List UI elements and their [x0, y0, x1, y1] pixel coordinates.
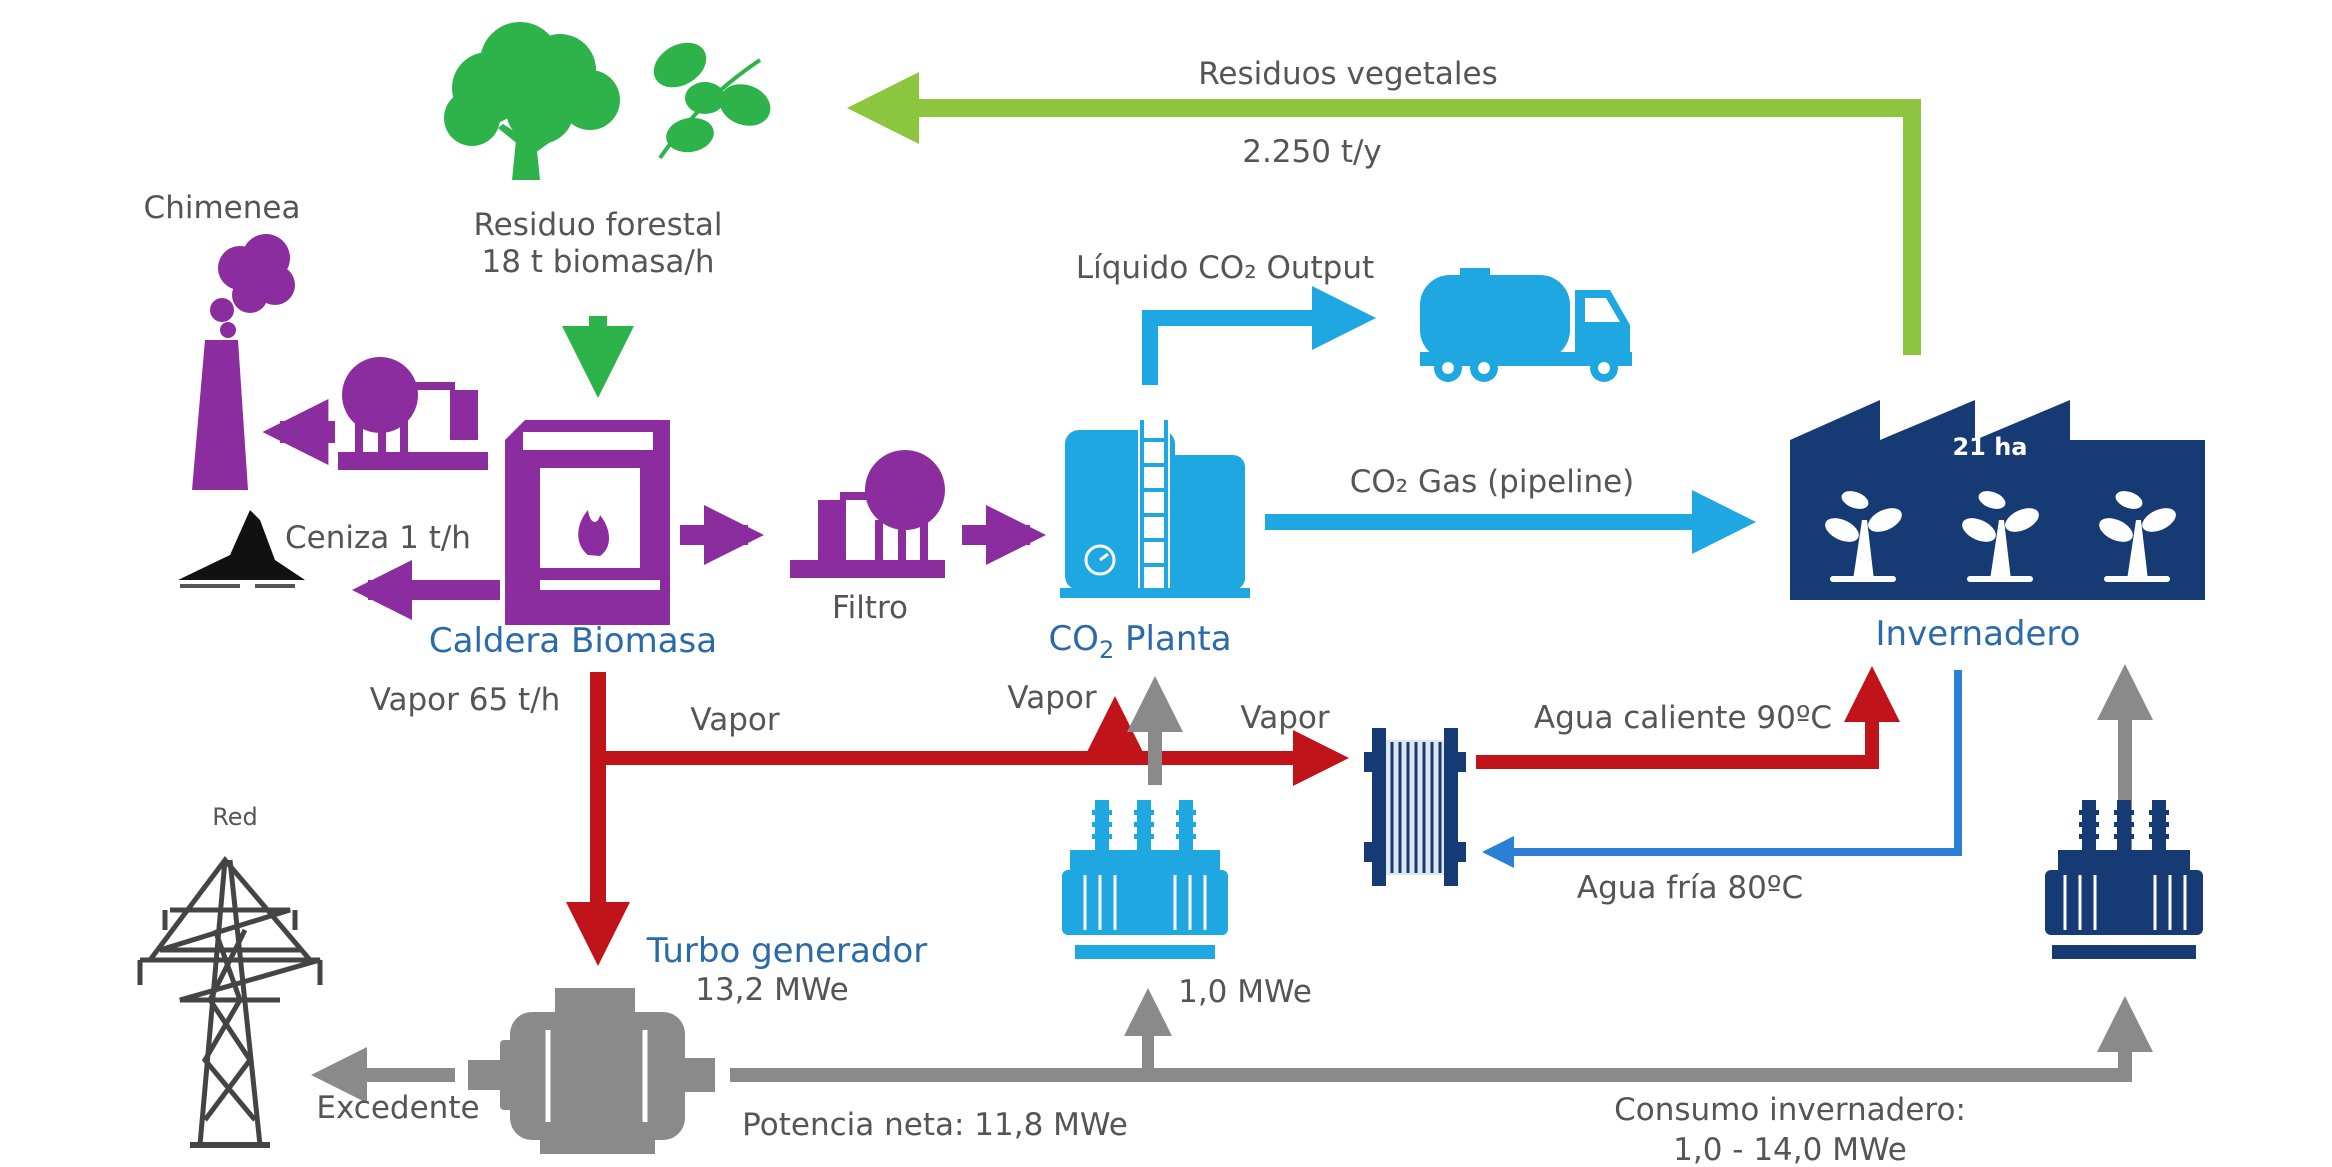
co2-plant-icon	[1060, 415, 1250, 598]
residuo-forestal-label: Residuo forestal	[473, 207, 722, 243]
co2-gas-label: CO₂ Gas (pipeline)	[1350, 464, 1635, 500]
consumo-range-label: 1,0 - 14,0 MWe	[1673, 1132, 1907, 1167]
plant-icon-1	[1825, 491, 1902, 582]
transformer-icon	[1062, 800, 1228, 959]
plant-icon-2	[1962, 491, 2039, 582]
caldera-label: Caldera Biomasa	[429, 621, 717, 661]
invernadero-label: Invernadero	[1876, 614, 2081, 654]
leaves-icon	[653, 42, 771, 160]
filter-tank-icon	[790, 450, 945, 578]
vapor-label-1: Vapor	[690, 702, 779, 738]
chimney-icon	[192, 234, 295, 490]
chimenea-label: Chimenea	[144, 190, 301, 226]
co2-power-label: 1,0 MWe	[1178, 974, 1312, 1010]
co2-planta-label: CO2 Planta	[1048, 619, 1231, 664]
potencia-neta-label: Potencia neta: 11,8 MWe	[742, 1107, 1128, 1143]
vapor-label-3: Vapor	[1240, 700, 1329, 736]
liquido-co2-label: Líquido CO₂ Output	[1076, 250, 1374, 286]
tanker-truck-icon	[1420, 268, 1632, 382]
ash-pile-icon	[178, 510, 305, 588]
hectares-label: 21 ha	[1952, 433, 2027, 461]
tree-icon	[444, 22, 620, 180]
excedente-label: Excedente	[316, 1090, 479, 1126]
hot-water-arrow	[1476, 666, 1900, 769]
agua-fria-label: Agua fría 80ºC	[1577, 870, 1803, 906]
agua-caliente-label: Agua caliente 90ºC	[1534, 700, 1832, 736]
boiler-icon	[505, 420, 670, 625]
flue-filter-icon	[338, 357, 488, 470]
vapor-label-2: Vapor	[1007, 680, 1096, 716]
generator-icon	[468, 988, 715, 1154]
transformer-icon-greenhouse	[2045, 800, 2203, 959]
turbo-power-label: 13,2 MWe	[695, 972, 849, 1008]
co2-prefix: CO	[1048, 619, 1099, 659]
biomasa-rate-label: 18 t biomasa/h	[482, 244, 715, 280]
turbo-label: Turbo generador	[646, 931, 927, 971]
power-tower-icon	[137, 855, 323, 1148]
cold-water-arrow	[1482, 670, 1962, 868]
filtro-label: Filtro	[832, 590, 908, 626]
co2-suffix: Planta	[1114, 619, 1231, 659]
co2-liquid-arrow	[1142, 286, 1376, 385]
greenhouse-icon	[1790, 400, 2205, 600]
plant-icon-3	[2099, 491, 2176, 582]
electric-main-line	[730, 996, 2153, 1082]
red-label: Red	[212, 803, 258, 831]
heat-exchanger-icon	[1364, 728, 1466, 886]
residuos-rate-label: 2.250 t/y	[1242, 134, 1382, 170]
residuos-vegetales-arrow	[847, 72, 1921, 355]
flame-icon	[578, 510, 609, 556]
ceniza-label: Ceniza 1 t/h	[285, 520, 471, 556]
residuos-vegetales-label: Residuos vegetales	[1198, 56, 1497, 92]
consumo-label: Consumo invernadero:	[1614, 1092, 1966, 1128]
vapor-rate-label: Vapor 65 t/h	[370, 682, 561, 718]
co2-sub: 2	[1099, 636, 1114, 664]
